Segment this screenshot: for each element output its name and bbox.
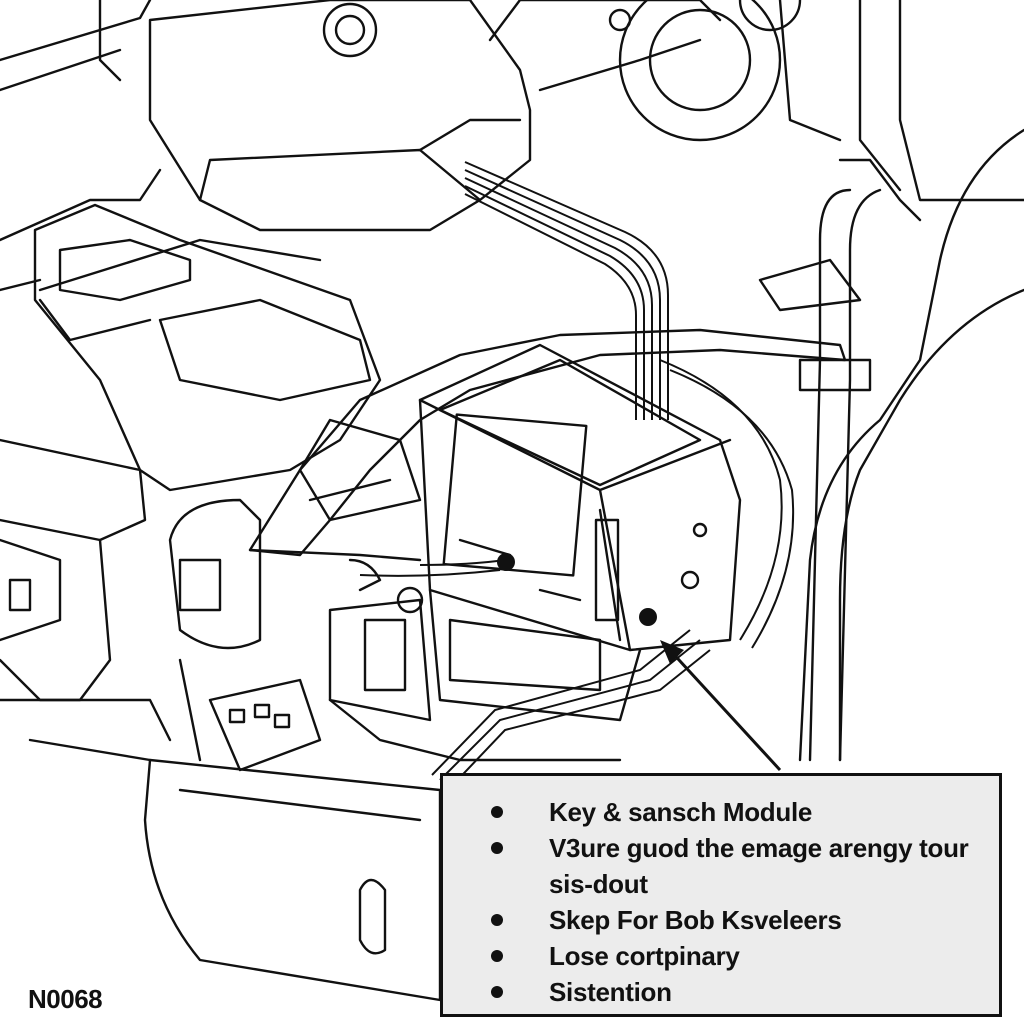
bullet-icon xyxy=(491,806,503,818)
module-highlight-outline xyxy=(248,328,847,557)
callout-dot-connector xyxy=(639,608,657,626)
legend-item: Lose cortpinary xyxy=(443,938,999,974)
callout-arrow xyxy=(660,640,782,772)
legend-item-label: Skep For Bob Ksveleers xyxy=(549,905,842,935)
legend-item-label: Sistention xyxy=(549,977,672,1007)
legend-item-label: Key & sansch Module xyxy=(549,797,813,827)
legend-item-label: V3ure guod the emage arengy tour sis-dou… xyxy=(549,833,969,899)
bullet-icon xyxy=(491,842,503,854)
legend-item: Sistention xyxy=(443,974,999,1010)
fuse-block xyxy=(178,658,322,772)
legend-box: Key & sansch Module V3ure guod the emage… xyxy=(440,773,1002,1017)
legend-item-label: Lose cortpinary xyxy=(549,941,740,971)
bullet-icon xyxy=(491,914,503,926)
control-module xyxy=(418,343,742,652)
callout-dot-key-module xyxy=(497,553,515,571)
wiring-harness xyxy=(359,161,795,791)
left-bracket xyxy=(0,438,172,742)
legend-item: V3ure guod the emage arengy tour sis-dou… xyxy=(443,830,999,902)
legend-item: Skep For Bob Ksveleers xyxy=(443,902,999,938)
firewall-frame xyxy=(0,0,162,292)
reservoir-assembly xyxy=(488,0,842,142)
bullet-icon xyxy=(491,986,503,998)
air-box-housing xyxy=(148,0,532,232)
fender-panel xyxy=(798,0,1024,762)
relay-connectors xyxy=(168,418,424,650)
battery-tray xyxy=(33,203,382,492)
figure-id-label: N0068 xyxy=(28,984,103,1014)
front-bumper xyxy=(28,738,442,1002)
legend-item: Key & sansch Module xyxy=(443,794,999,830)
bullet-icon xyxy=(491,950,503,962)
coolant-pipe xyxy=(758,158,922,762)
